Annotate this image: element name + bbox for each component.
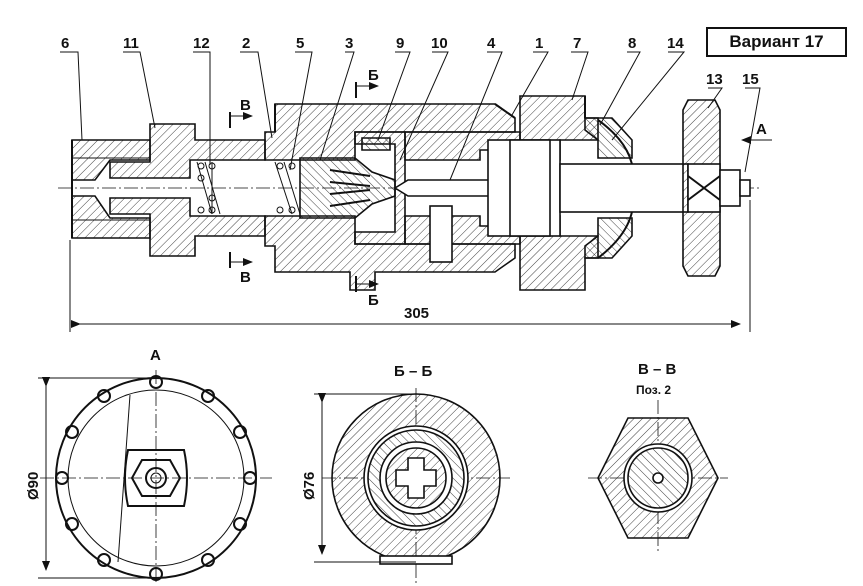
section-mark-v-bottom: В bbox=[240, 269, 251, 286]
section-v-title: В – В bbox=[638, 361, 677, 378]
section-mark-v-top: В bbox=[240, 97, 251, 114]
dimension-label-d76: Ø76 bbox=[301, 472, 318, 500]
part-label-11: 11 bbox=[123, 35, 139, 52]
section-markers: Б Б В В А bbox=[229, 67, 772, 309]
view-mark-a: А bbox=[756, 121, 767, 138]
part-label-5: 5 bbox=[296, 35, 304, 52]
part-label-8: 8 bbox=[628, 35, 636, 52]
dimension-label-d90: Ø90 bbox=[25, 472, 42, 500]
section-v-subtitle: Поз. 2 bbox=[636, 383, 671, 397]
main-section-view bbox=[58, 95, 760, 291]
part-label-14: 14 bbox=[667, 35, 684, 52]
section-mark-b-bottom: Б bbox=[368, 292, 379, 309]
section-b-b: Б – Б Ø76 bbox=[301, 363, 510, 584]
part-label-6: 6 bbox=[61, 35, 69, 52]
dimension-label-305: 305 bbox=[404, 305, 429, 322]
section-b-title: Б – Б bbox=[394, 363, 432, 380]
variant-label: Вариант 17 bbox=[706, 27, 847, 57]
part-label-12: 12 bbox=[193, 35, 210, 52]
section-v-v: В – В Поз. 2 bbox=[588, 361, 728, 552]
part-label-1: 1 bbox=[535, 35, 543, 52]
section-mark-b-top: Б bbox=[368, 67, 379, 84]
part-label-7: 7 bbox=[573, 35, 581, 52]
part-label-2: 2 bbox=[242, 35, 250, 52]
leader-lines bbox=[60, 51, 761, 181]
part-label-13: 13 bbox=[706, 71, 723, 88]
part-number-labels: 6 11 12 2 5 3 9 10 4 1 7 8 14 13 15 bbox=[61, 35, 759, 88]
dimension-305: 305 bbox=[69, 200, 751, 332]
part-label-10: 10 bbox=[431, 35, 448, 52]
part-label-15: 15 bbox=[742, 71, 759, 88]
view-a: А Ø90 bbox=[25, 347, 272, 584]
spring-12 bbox=[196, 161, 221, 215]
view-a-title: А bbox=[150, 347, 161, 364]
spring-5 bbox=[274, 161, 301, 215]
part-label-4: 4 bbox=[487, 35, 496, 52]
part-label-9: 9 bbox=[396, 35, 404, 52]
handwheel-bumps bbox=[55, 375, 257, 581]
part-label-3: 3 bbox=[345, 35, 353, 52]
